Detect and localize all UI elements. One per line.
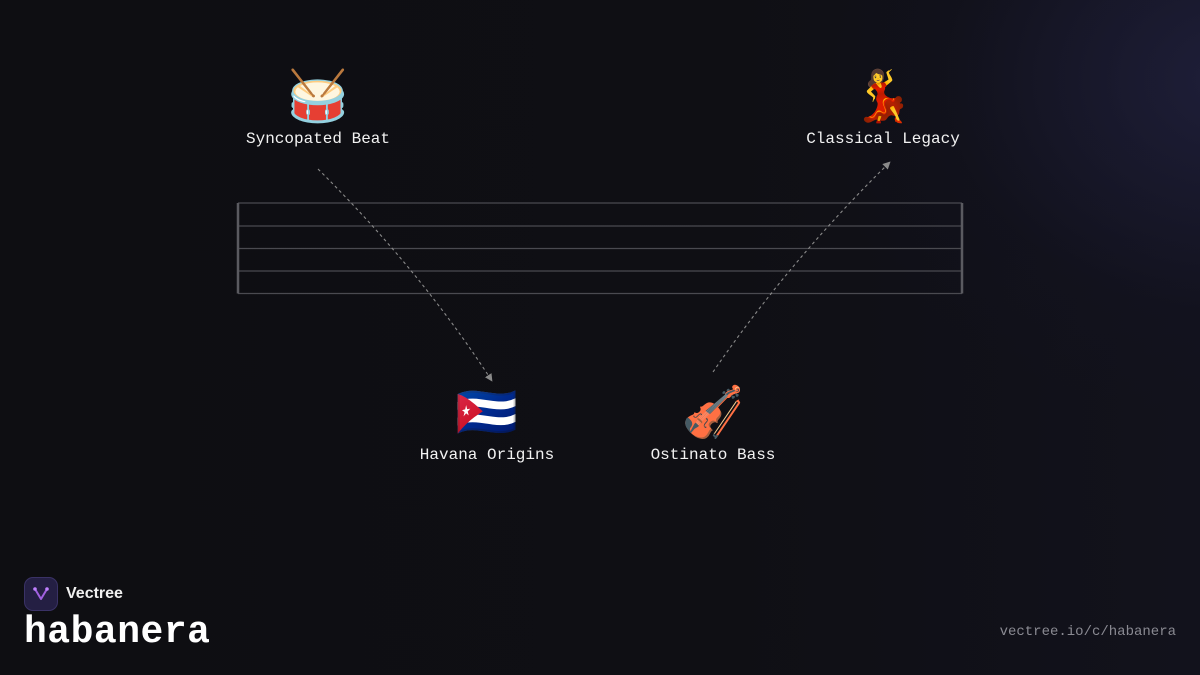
music-staff xyxy=(236,202,964,295)
node-syncopated-beat[interactable]: 🥁 Syncopated Beat xyxy=(218,64,418,148)
node-label: Syncopated Beat xyxy=(245,130,391,148)
node-label: Ostinato Bass xyxy=(650,446,776,464)
edge-syncopated-to-havana xyxy=(317,168,493,382)
edges xyxy=(317,161,891,382)
node-havana-origins[interactable]: 🇨🇺 Havana Origins xyxy=(387,380,587,464)
page-url[interactable]: vectree.io/c/habanera xyxy=(999,624,1176,640)
node-label: Havana Origins xyxy=(419,446,555,464)
vectree-logo-icon xyxy=(24,577,58,611)
cuba-flag-icon: 🇨🇺 xyxy=(455,383,519,441)
violin-icon: 🎻 xyxy=(681,383,745,441)
page-title: habanera xyxy=(24,611,211,654)
brand-name: Vectree xyxy=(66,585,123,602)
node-classical-legacy[interactable]: 💃 Classical Legacy xyxy=(783,64,983,148)
edge-ostinato-to-classical xyxy=(712,161,891,373)
node-ostinato-bass[interactable]: 🎻 Ostinato Bass xyxy=(613,380,813,464)
brand[interactable]: Vectree xyxy=(24,577,123,611)
dancer-icon: 💃 xyxy=(851,67,915,125)
node-label: Classical Legacy xyxy=(806,130,960,148)
drum-icon: 🥁 xyxy=(286,67,350,125)
